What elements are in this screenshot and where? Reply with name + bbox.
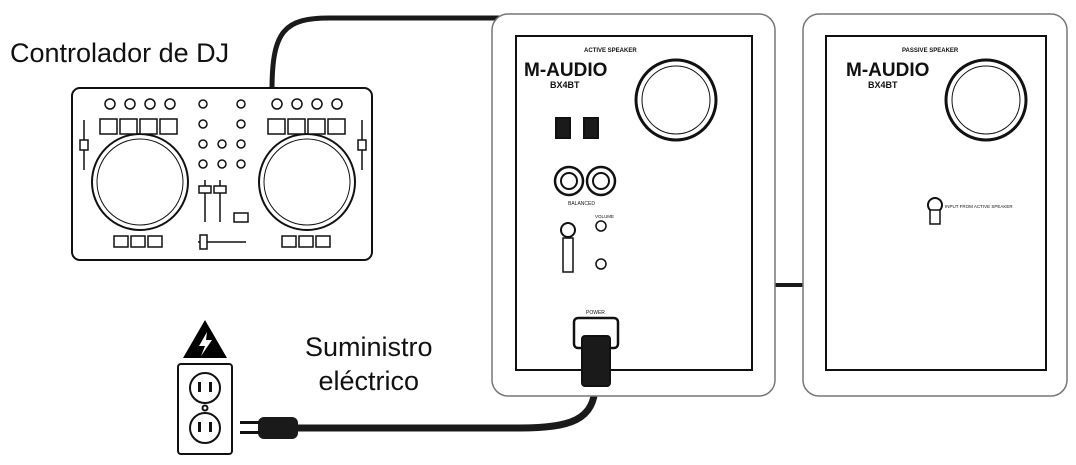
left-jog-wheel-inner — [96, 138, 184, 226]
passive-speaker — [802, 13, 1068, 397]
active-speaker-model: BX4BT — [550, 80, 580, 90]
active-speaker-text: ACTIVE SPEAKER M-AUDIO BX4BT BALANCED VO… — [524, 48, 637, 316]
passive-speaker-text: PASSIVE SPEAKER M-AUDIO BX4BT INPUT FROM… — [846, 48, 1013, 209]
output-to-passive-jack — [560, 222, 576, 238]
power-supply-label: Suministro eléctrico — [305, 330, 433, 398]
active-speaker-power-label: POWER — [586, 310, 605, 316]
right-knobs — [271, 98, 343, 110]
passive-speaker-model: BX4BT — [868, 80, 898, 90]
link-plug — [562, 237, 574, 273]
passive-input-plug — [929, 209, 941, 225]
right-pads — [267, 118, 346, 135]
eq-switch — [595, 258, 607, 270]
power-plug-icon — [240, 417, 298, 439]
passive-speaker-brand: M-AUDIO — [846, 60, 929, 81]
power-supply-label-line2: eléctrico — [318, 366, 420, 396]
active-speaker — [491, 13, 776, 397]
electric-hazard-icon — [183, 320, 227, 358]
dj-controller-label: Controlador de DJ — [10, 38, 230, 68]
left-knobs — [104, 98, 176, 110]
passive-speaker-input-label: INPUT FROM ACTIVE SPEAKER — [945, 204, 1013, 209]
master-fader — [233, 212, 249, 223]
rca-connectors — [555, 117, 599, 139]
right-transport-buttons — [281, 235, 331, 248]
active-speaker-brand: M-AUDIO — [524, 60, 607, 81]
power-supply-label-line1: Suministro — [305, 332, 433, 362]
active-speaker-input-label: BALANCED — [568, 201, 595, 207]
power-plug — [581, 335, 611, 387]
active-speaker-volume-label: VOLUME — [595, 214, 614, 219]
volume-knob — [595, 220, 607, 232]
left-pads — [99, 118, 178, 135]
dj-controller — [71, 87, 373, 261]
active-speaker-header: ACTIVE SPEAKER — [584, 48, 637, 54]
passive-speaker-header: PASSIVE SPEAKER — [902, 48, 959, 54]
wall-outlet-icon — [177, 363, 233, 455]
left-transport-buttons — [113, 235, 163, 248]
mixer-knobs — [198, 99, 246, 169]
right-jog-wheel-inner — [263, 138, 351, 226]
